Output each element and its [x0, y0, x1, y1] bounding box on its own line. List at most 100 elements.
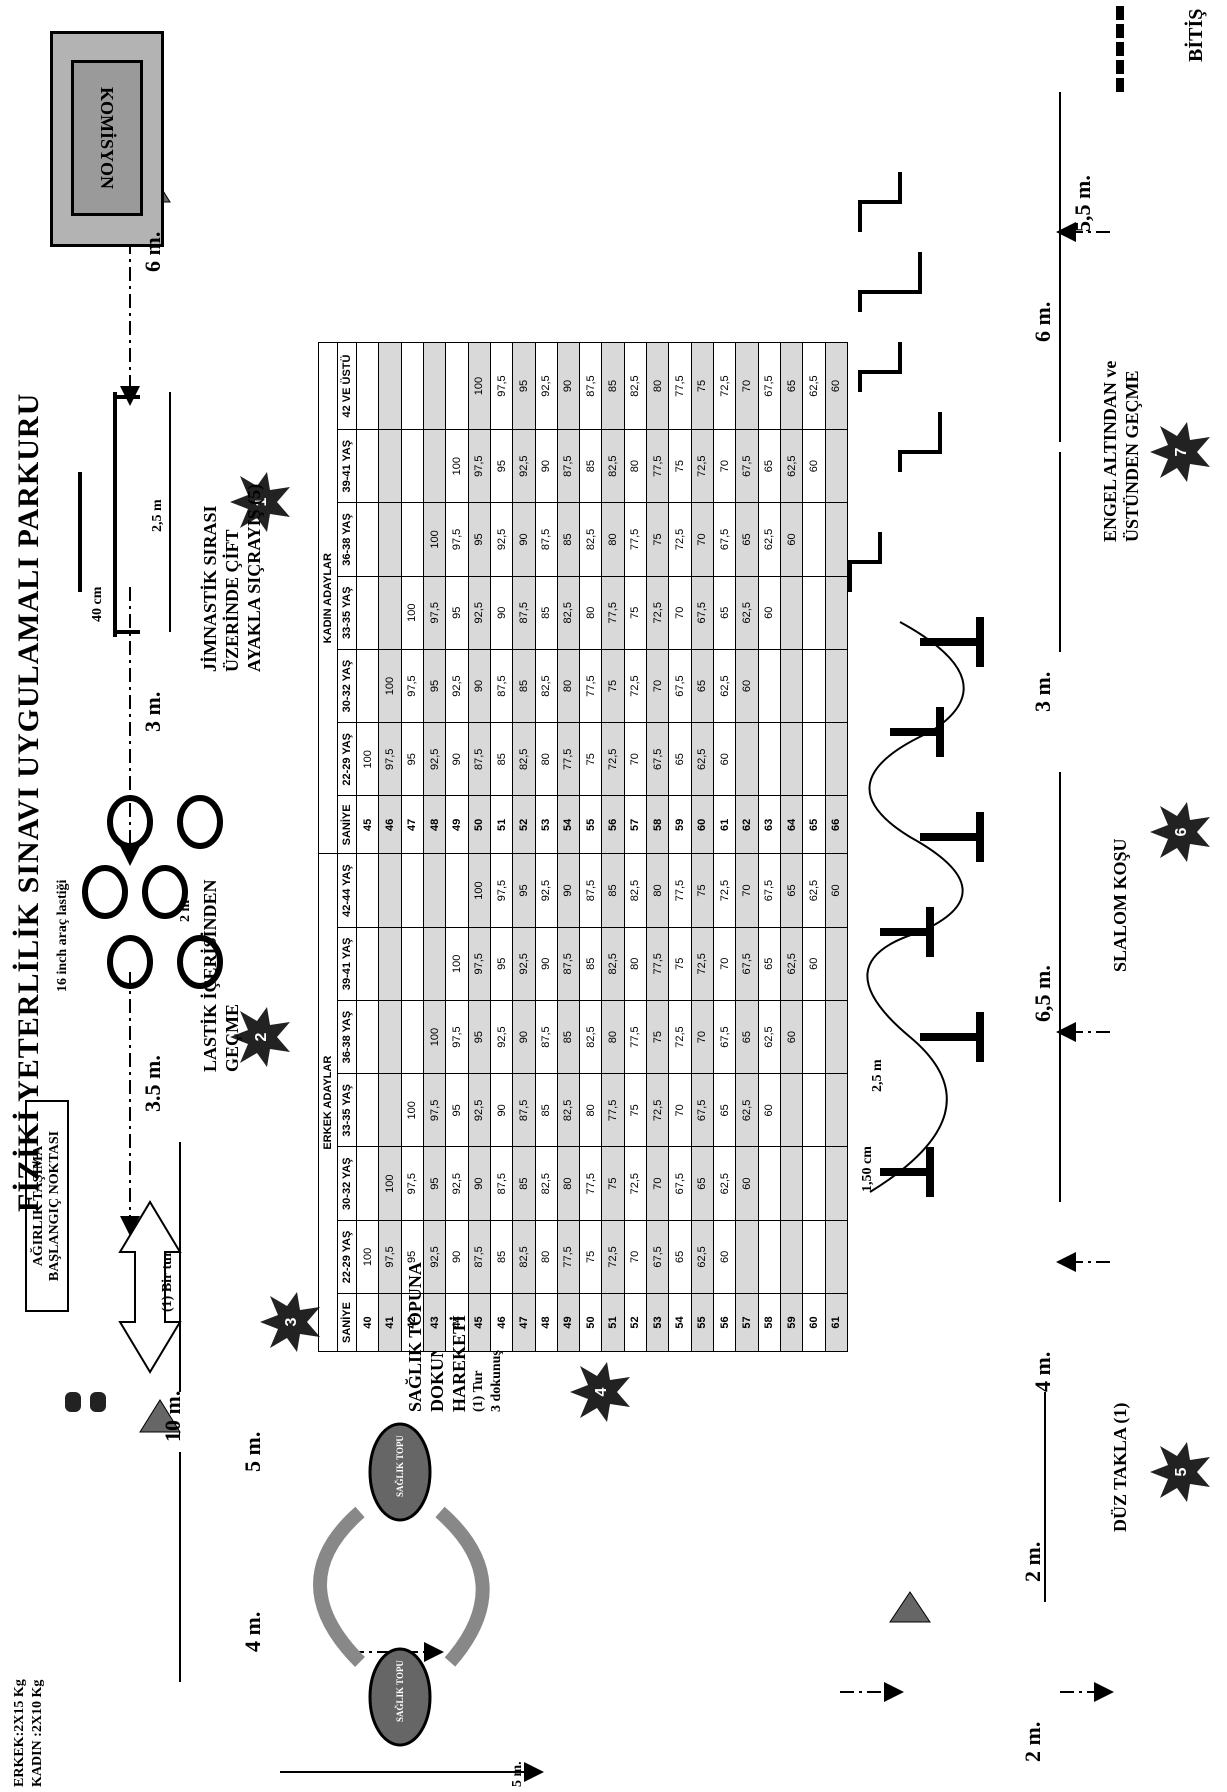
table-cell: 97,5 — [423, 1073, 446, 1147]
table-cell: 67,5 — [713, 502, 736, 577]
table-cell: 58 — [646, 795, 669, 854]
table-cell: 43 — [423, 1293, 446, 1352]
station2-label-1: LASTİK İÇERİSİNDEN — [200, 879, 220, 1072]
table-cell: 92,5 — [423, 722, 446, 796]
table-column-header: 22-29 YAŞ — [337, 722, 357, 796]
table-cell: 72,5 — [646, 1073, 669, 1147]
table-column-header: 39-41 YAŞ — [337, 927, 357, 1001]
table-cell: 70 — [646, 1147, 669, 1221]
table-cell: 72,5 — [624, 1147, 647, 1221]
table-cell: 67,5 — [691, 1073, 714, 1147]
table-cell: 87,5 — [512, 576, 535, 650]
station2-dim: 2 m — [178, 899, 193, 922]
table-cell: 65 — [780, 342, 803, 430]
table-cell: 72,5 — [691, 927, 714, 1001]
table-cell: 75 — [668, 927, 692, 1001]
station7-label-1: ENGEL ALTINDAN ve — [1100, 360, 1120, 542]
table-cell: 49 — [557, 1293, 580, 1352]
table-cell: 62,5 — [780, 429, 803, 503]
table-cell — [802, 1073, 826, 1147]
table-cell: 92,5 — [512, 429, 535, 503]
table-cell: 60 — [802, 1293, 826, 1352]
commission-box: KOMİSYON — [50, 31, 164, 247]
table-cell — [802, 1147, 826, 1221]
table-cell: 90 — [445, 1220, 469, 1294]
table-cell: 85 — [579, 429, 602, 503]
table-cell: 75 — [646, 502, 669, 577]
table-cell: 92,5 — [468, 1073, 491, 1147]
table-cell: 77,5 — [668, 342, 692, 430]
table-cell: 72,5 — [601, 1220, 625, 1294]
commission-label: KOMİSYON — [71, 60, 143, 216]
table-column-header: 39-41 YAŞ — [337, 429, 357, 503]
dist-4m-b: 4 m. — [1030, 1351, 1055, 1392]
table-cell — [780, 1147, 803, 1221]
station2-tyre: 16 inch araç lastiği — [55, 879, 70, 992]
table-cell: 72,5 — [713, 853, 736, 928]
table-cell: 62,5 — [802, 853, 826, 928]
table-cell: 72,5 — [668, 1000, 692, 1074]
station4-label-5: 3 dokunuş — [489, 1350, 504, 1412]
table-cell: 100 — [445, 429, 469, 503]
table-cell — [401, 502, 424, 577]
table-cell: 70 — [735, 853, 759, 928]
badge-6: 6 — [1173, 827, 1190, 836]
table-cell: 100 — [468, 342, 491, 430]
table-cell: 90 — [557, 853, 580, 928]
table-cell: 66 — [825, 795, 848, 854]
table-cell: 75 — [579, 1220, 602, 1294]
table-cell: 95 — [445, 1073, 469, 1147]
table-cell: 67,5 — [668, 649, 692, 723]
table-cell: 70 — [713, 429, 736, 503]
table-cell: 97,5 — [468, 429, 491, 503]
table-cell: 65 — [691, 1147, 714, 1221]
table-cell: 92,5 — [535, 853, 558, 928]
dimension-lines — [169, 92, 1061, 1682]
table-cell: 75 — [624, 1073, 647, 1147]
table-cell — [780, 1220, 803, 1294]
table-cell: 60 — [735, 1147, 759, 1221]
table-cell: 67,5 — [668, 1147, 692, 1221]
table-cell — [825, 1073, 848, 1147]
table-cell: 52 — [624, 1293, 647, 1352]
table-cell: 100 — [423, 1000, 446, 1074]
table-cell — [378, 429, 402, 503]
station1-label-3: AYAKLA SIÇRAYIŞ (5) — [244, 483, 264, 672]
table-cell: 82,5 — [579, 1000, 602, 1074]
table-cell: 80 — [624, 927, 647, 1001]
table-cell: 65 — [713, 1073, 736, 1147]
table-cell: 95 — [512, 853, 535, 928]
badge-numbers: 1 2 3 4 5 6 7 — [253, 447, 1190, 1476]
table-cell — [378, 502, 402, 577]
station2-label-2: GEÇME — [222, 1003, 242, 1072]
table-cell: 100 — [356, 722, 379, 796]
table-cell: 60 — [758, 1073, 781, 1147]
table-cell: 77,5 — [601, 1073, 625, 1147]
table-cell: 100 — [356, 1220, 379, 1294]
table-cell — [825, 649, 848, 723]
table-cell: 87,5 — [490, 1147, 513, 1221]
table-cell: 77,5 — [624, 502, 647, 577]
table-cell: 82,5 — [512, 722, 535, 796]
table-cell — [378, 1000, 402, 1074]
dist-5-5m: 5,5 m. — [1070, 175, 1095, 232]
table-cell: 67,5 — [735, 429, 759, 503]
tyres-icon — [82, 795, 223, 989]
table-cell: 41 — [378, 1293, 402, 1352]
table-column-header: 33-35 YAŞ — [337, 576, 357, 650]
table-cell: 61 — [825, 1293, 848, 1352]
table-cell: 46 — [490, 1293, 513, 1352]
table-cell: 57 — [735, 1293, 759, 1352]
table-cell — [802, 502, 826, 577]
table-cell: 87,5 — [535, 1000, 558, 1074]
station1-height: 40 cm — [90, 586, 105, 622]
table-cell: 65 — [691, 649, 714, 723]
table-cell — [825, 1220, 848, 1294]
table-cell: 92,5 — [445, 649, 469, 723]
dist-5m-ball: 5 m. — [510, 1761, 525, 1787]
table-cell: 64 — [780, 795, 803, 854]
table-cell: 52 — [512, 795, 535, 854]
